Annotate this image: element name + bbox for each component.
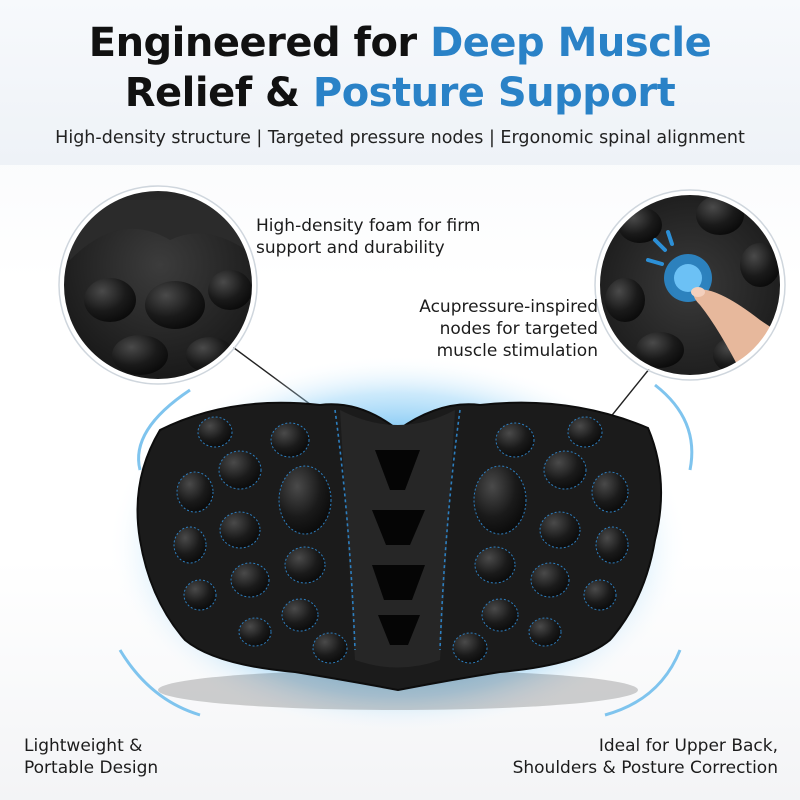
- right-nodes: [452, 416, 629, 664]
- headline: Engineered for Deep Muscle Relief & Post…: [0, 18, 800, 118]
- spine-slot: [372, 565, 425, 600]
- header-band: [0, 0, 800, 165]
- headline-part: Relief &: [124, 70, 313, 116]
- foam-closeup: [58, 185, 258, 385]
- swoosh-arc: [118, 649, 201, 717]
- callout-nodes: Acupressure-inspired nodes for targeted …: [419, 297, 598, 361]
- swoosh-arc: [654, 383, 694, 471]
- spine-slot: [375, 450, 420, 490]
- subtitle: High-density structure | Targeted pressu…: [55, 128, 745, 148]
- spine-slot: [372, 510, 425, 545]
- headline-accent: Posture Support: [312, 70, 676, 116]
- headline-accent: Deep Muscle: [430, 20, 712, 66]
- left-nodes: [173, 416, 348, 664]
- headline-part: Engineered for: [88, 20, 431, 66]
- swoosh-arc: [604, 649, 682, 717]
- spine-slot: [378, 615, 420, 645]
- callout-portable: Lightweight & Portable Design: [24, 736, 159, 778]
- callout-foam: High-density foam for firm support and d…: [256, 216, 481, 258]
- callout-ideal: Ideal for Upper Back, Shoulders & Postur…: [512, 736, 778, 778]
- finger-press-closeup: [594, 189, 786, 381]
